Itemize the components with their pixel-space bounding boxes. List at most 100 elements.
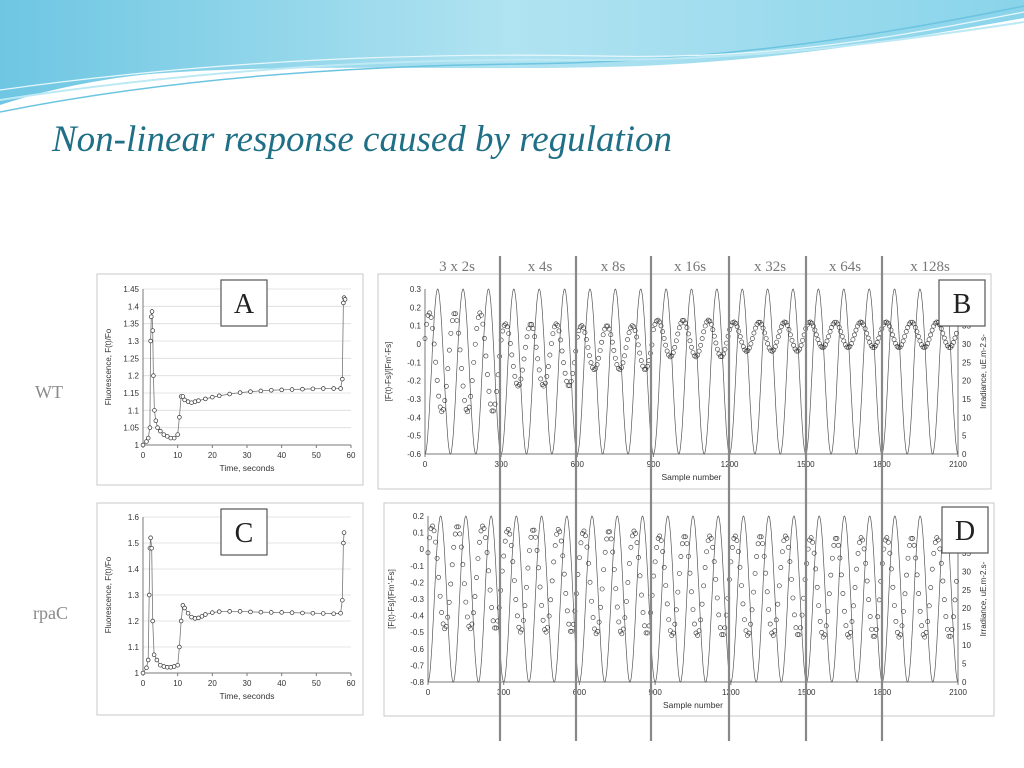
header-wave-line: [0, 21, 1024, 101]
data-point: [455, 524, 461, 530]
data-point: [626, 330, 632, 336]
data-point: [676, 571, 682, 576]
data-point: [905, 555, 911, 561]
data-point: [836, 324, 842, 330]
x-tick-label: 600: [573, 688, 587, 697]
data-point: [893, 618, 899, 624]
data-point: [687, 338, 693, 344]
data-point: [524, 584, 529, 590]
data-point: [539, 382, 545, 388]
data-point: [857, 539, 862, 545]
data-point: [564, 608, 570, 614]
data-point: [850, 337, 856, 342]
header-waves: [0, 0, 1024, 113]
data-point: [488, 401, 493, 407]
data-point: [867, 614, 873, 619]
data-point: [629, 323, 635, 329]
data-point: [610, 549, 616, 555]
data-point: [548, 597, 554, 603]
data-point: [640, 363, 646, 369]
data-point: [554, 531, 560, 537]
data-point: [461, 581, 467, 587]
data-point: [663, 342, 669, 348]
data-point: [778, 565, 784, 570]
data-point: [449, 562, 455, 568]
y-axis-label: Fluorescence, F(t)/Fo: [104, 556, 113, 633]
data-point: [147, 425, 153, 430]
data-point: [608, 332, 614, 338]
data-point: [540, 617, 546, 623]
data-point: [508, 543, 514, 548]
data-point: [869, 626, 875, 632]
data-point: [661, 564, 667, 570]
data-point: [663, 583, 669, 588]
data-point: [824, 338, 830, 344]
data-point: [522, 603, 528, 609]
data-point: [614, 362, 620, 367]
data-point: [589, 598, 594, 604]
data-point: [892, 603, 897, 608]
data-point: [945, 626, 950, 632]
data-point: [468, 393, 474, 399]
data-point: [600, 332, 606, 338]
data-point: [771, 347, 777, 353]
data-point: [679, 318, 685, 323]
x-tick-label: 900: [647, 460, 661, 469]
data-point: [605, 529, 611, 535]
data-point: [874, 340, 880, 345]
data-point: [341, 530, 347, 535]
data-point: [537, 584, 543, 590]
data-point: [427, 310, 432, 316]
data-point: [539, 603, 544, 608]
data-point: [456, 330, 461, 336]
data-point: [428, 315, 434, 320]
data-point: [434, 555, 440, 561]
data-point: [766, 345, 772, 351]
data-point: [605, 323, 611, 329]
data-point: [614, 604, 620, 610]
data-point: [846, 634, 852, 640]
data-point: [749, 607, 755, 613]
data-point: [442, 626, 448, 632]
y-right-tick-label: 25: [962, 586, 971, 595]
data-point: [758, 534, 764, 540]
data-point: [895, 629, 900, 635]
data-point: [466, 404, 472, 410]
data-point: [144, 439, 149, 444]
data-point: [248, 609, 253, 615]
data-point: [664, 348, 670, 354]
data-point: [451, 544, 457, 550]
data-point: [545, 364, 551, 369]
data-point: [932, 320, 938, 326]
data-point: [761, 553, 767, 559]
y-right-axis-label: Irradiance, uE.m-2.s-: [979, 334, 988, 409]
data-point: [733, 320, 739, 326]
data-point: [300, 610, 305, 616]
data-point: [740, 601, 746, 607]
pulse-label: x 128s: [910, 259, 950, 275]
data-point: [891, 337, 897, 342]
data-point: [547, 352, 553, 358]
y-axis-label: Fluorescence, F(t)/Fo: [104, 328, 113, 405]
data-point: [582, 330, 588, 335]
y-tick-label: 0: [420, 545, 425, 554]
panel-frame: [383, 502, 995, 717]
data-point: [742, 347, 748, 353]
data-point: [542, 380, 548, 386]
y-tick-label: 1.3: [128, 337, 140, 346]
data-point: [175, 432, 180, 437]
data-point: [562, 370, 568, 376]
header-wave-line: [0, 11, 1024, 91]
data-point: [917, 608, 923, 614]
data-point: [819, 629, 825, 635]
data-point: [670, 630, 676, 636]
data-point: [913, 555, 918, 561]
data-point: [431, 528, 437, 534]
data-point: [321, 611, 326, 616]
data-point: [532, 334, 538, 340]
data-point: [492, 401, 498, 407]
y-right-tick-label: 20: [962, 604, 971, 613]
x-tick-label: 0: [423, 460, 428, 469]
data-point: [931, 323, 937, 329]
